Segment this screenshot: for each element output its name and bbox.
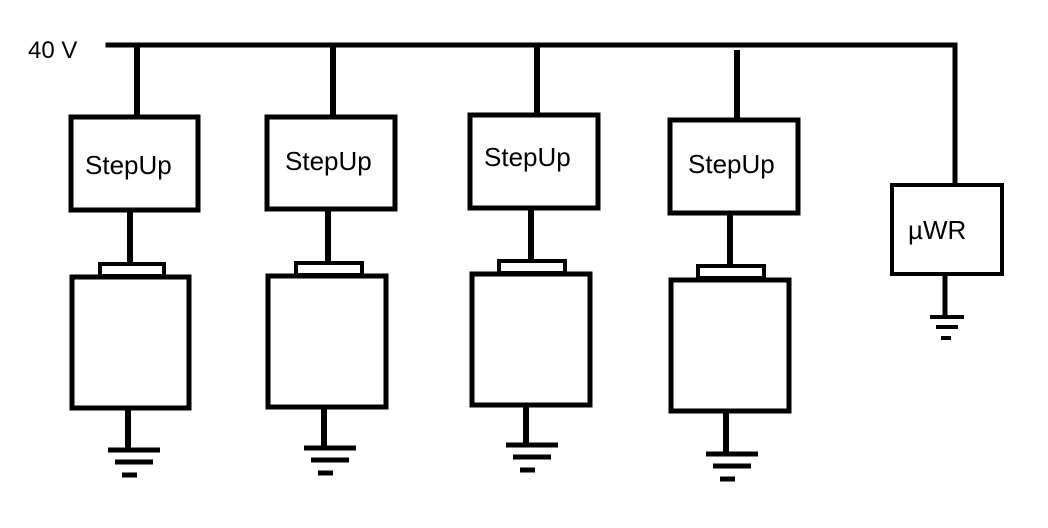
controller-label: µWR [908,215,966,245]
controller-branch: µWR [864,42,1004,340]
ground-symbol-icon [108,447,160,478]
stepup-label-3: StepUp [484,142,571,172]
stepup-label-2: StepUp [285,146,372,176]
battery-icon [668,264,792,414]
battery-icon [69,262,192,411]
branch-1: StepUp [68,45,201,478]
battery-icon [469,259,593,408]
stepup-label-4: StepUp [688,149,775,179]
battery-icon [265,261,389,410]
ground-symbol-icon [506,442,558,473]
controller-supply-wire [864,42,958,185]
branch-3: StepUp [467,45,601,473]
stepup-box-3 [467,112,601,211]
branch-2: StepUp [264,45,398,476]
stepup-box-1 [68,114,201,213]
ground-symbol-icon [930,315,964,340]
ground-symbol-icon [304,445,356,476]
branch-4: StepUp [667,50,801,482]
stepup-box-4 [667,117,801,216]
ground-symbol-icon [706,451,758,482]
stepup-label-1: StepUp [85,150,172,180]
supply-voltage-label: 40 V [28,37,77,64]
